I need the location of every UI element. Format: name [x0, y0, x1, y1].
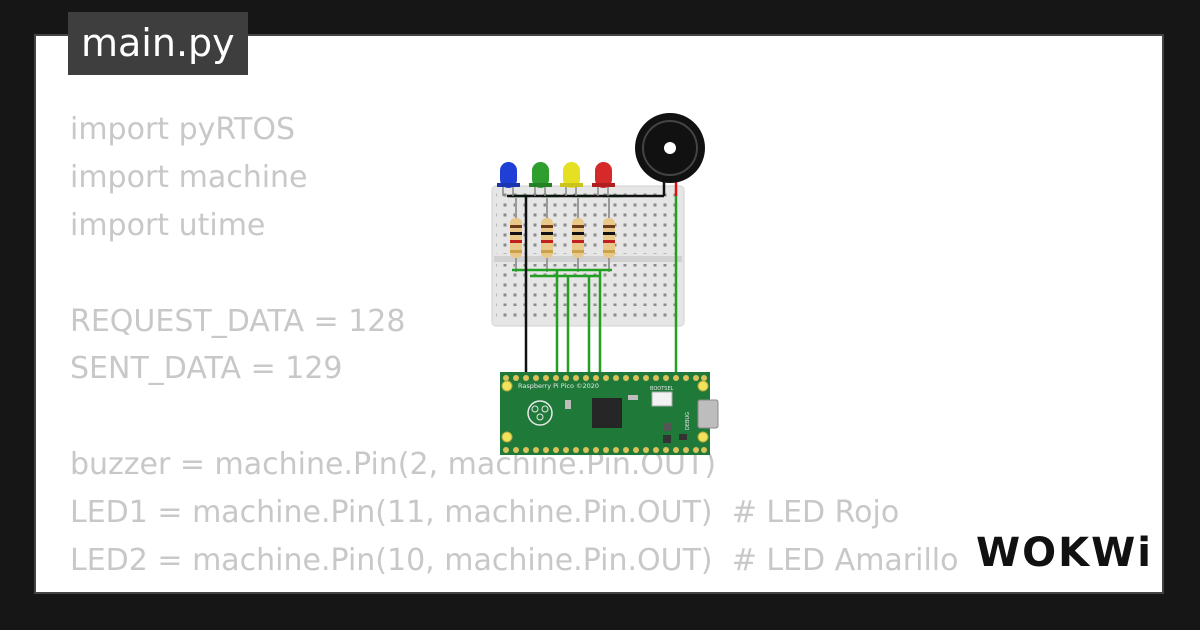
- raspberry-logo-icon: [527, 400, 553, 426]
- led-green: [529, 162, 552, 196]
- bootsel-label: BOOTSEL: [650, 386, 674, 392]
- bootsel-button[interactable]: [651, 391, 673, 407]
- raspberry-pi-pico: Raspberry Pi Pico ©2020 BOOTSEL DEBUG: [500, 372, 719, 455]
- file-tab[interactable]: main.py: [68, 12, 248, 75]
- debug-label: DEBUG: [685, 412, 691, 430]
- code-line: LED3 = machine.Pin(9, machine.Pin.OUT) #…: [70, 585, 959, 592]
- resistor: [572, 198, 584, 272]
- board-silkscreen: Raspberry Pi Pico ©2020: [518, 382, 599, 390]
- resistor: [603, 198, 615, 272]
- code-line: LED2 = machine.Pin(10, machine.Pin.OUT) …: [70, 543, 959, 579]
- resistor: [510, 198, 522, 272]
- code-line: REQUEST_DATA = 128: [70, 303, 406, 339]
- black-wire: [507, 194, 664, 372]
- led-blue: [497, 162, 520, 196]
- resistor: [541, 198, 553, 272]
- buzzer-icon: [635, 113, 705, 196]
- code-line: import machine: [70, 159, 308, 195]
- code-line: import utime: [70, 207, 266, 243]
- code-line: import pyRTOS: [70, 112, 296, 147]
- rp2040-chip: [592, 398, 622, 428]
- code-line: LED1 = machine.Pin(11, machine.Pin.OUT) …: [70, 495, 900, 531]
- smd-component: [565, 400, 571, 409]
- usb-port: [697, 399, 719, 429]
- led-yellow: [560, 162, 583, 196]
- logo-text: WOKWi: [976, 530, 1151, 576]
- wokwi-logo: WOKWi: [976, 530, 1151, 576]
- led-red: [592, 162, 615, 196]
- code-line: SENT_DATA = 129: [70, 351, 343, 387]
